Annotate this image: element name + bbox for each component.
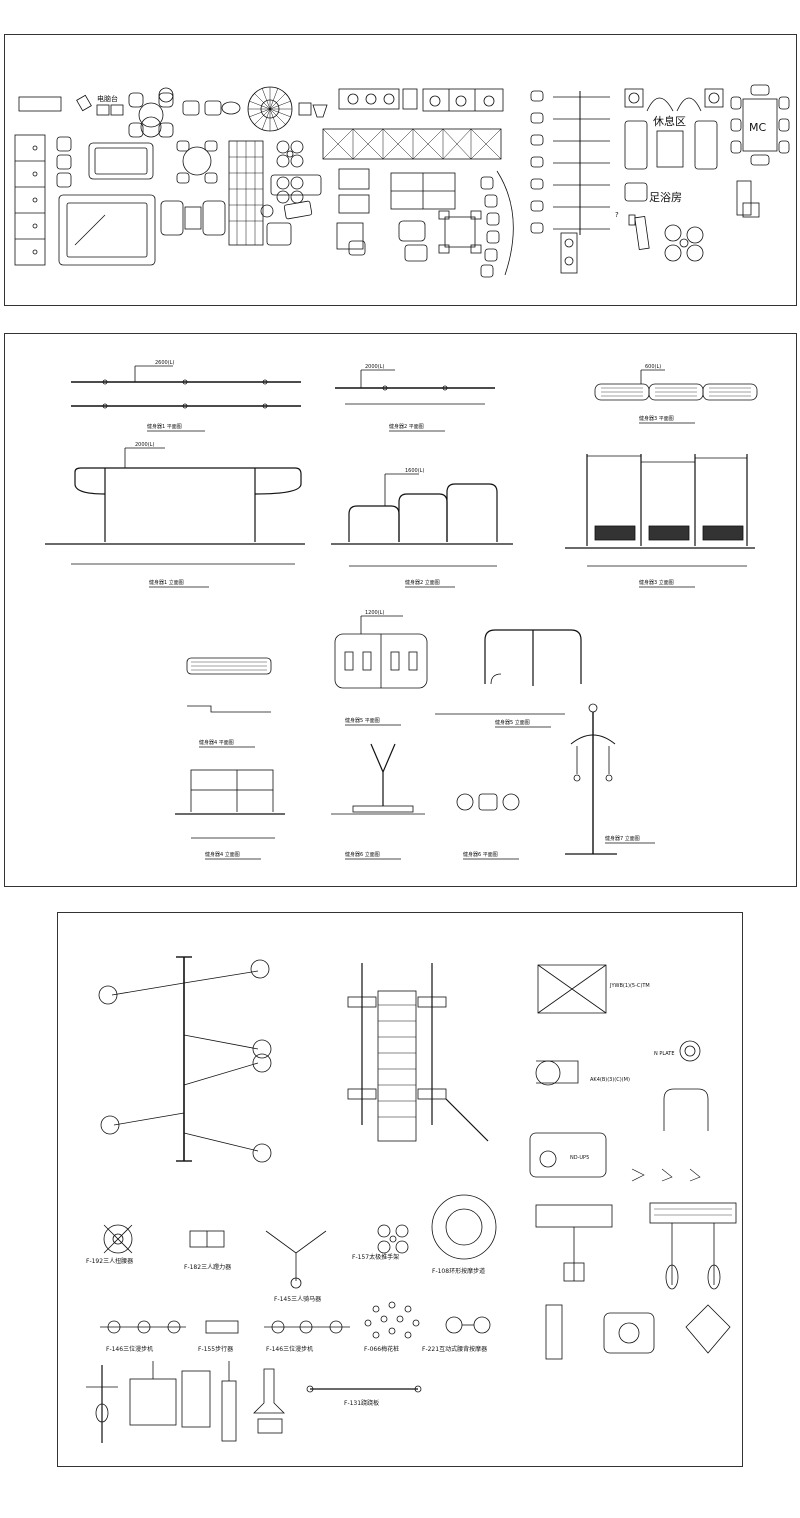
question-mark-label: ? <box>615 211 619 219</box>
f108-caption: F-108环形按摩步道 <box>432 1267 485 1275</box>
f221-caption: F-221互动式腰背按摩器 <box>422 1345 487 1353</box>
billiard-table <box>88 142 154 180</box>
sofa <box>624 120 648 170</box>
equipment-label: ND-UP5 <box>570 1155 589 1161</box>
plan1-title: 健身器1 平面图 <box>147 423 182 430</box>
f182-caption: F-182三人蹬力器 <box>184 1263 231 1271</box>
dim-label: 1600(L) <box>405 468 424 474</box>
plan4-title: 健身器4 平面图 <box>199 739 234 746</box>
elev2-title: 健身器2 立面图 <box>405 579 440 586</box>
dim-label: 2600(L) <box>155 360 174 366</box>
chair <box>128 122 144 138</box>
long-table <box>553 96 610 230</box>
chair <box>128 92 144 108</box>
elev5-title: 健身器5 立面图 <box>495 719 530 726</box>
coffee-table <box>656 130 684 168</box>
chair <box>158 122 174 138</box>
elev7-title: 健身器7 立面图 <box>605 835 640 842</box>
side-table <box>298 102 312 116</box>
f146a-caption: F-146三位漫步机 <box>106 1345 153 1353</box>
mc-label: MC <box>749 121 766 134</box>
lounge-area-label: 休息区 <box>653 114 686 128</box>
furniture-plan-panel: 电脑台 休息区 足浴房 MC ? <box>4 34 797 306</box>
counter-end <box>402 88 418 110</box>
foot-bath-room-label: 足浴房 <box>649 191 682 204</box>
storage-band <box>322 128 502 160</box>
seat-figures <box>98 959 272 1163</box>
plan5-title: 健身器5 平面图 <box>345 717 380 724</box>
fitness-equipment-drawing: 2600(L) 健身器1 平面图 2000(L) 健身器2 平面图 600(L)… <box>45 360 758 860</box>
armchair <box>204 100 222 116</box>
elev6-title: 健身器6 立面图 <box>345 851 380 858</box>
computer-desk-symbol <box>96 104 110 116</box>
plum-pile-dots <box>364 1301 420 1339</box>
locker-column <box>14 134 46 266</box>
outdoor-equipment-panel: JYWB(1)(5-C)TM AK4(B)(3)(C)(M) N PLATE N… <box>57 912 743 1467</box>
computer-desk-label: 电脑台 <box>97 94 118 103</box>
planter <box>560 232 578 274</box>
booth-row <box>422 88 504 112</box>
computer-desk-symbol <box>110 104 124 116</box>
chair <box>158 92 174 108</box>
ladder-frame <box>377 990 417 1142</box>
f146b-caption: F-146三位漫步机 <box>266 1345 313 1353</box>
curved-seats <box>480 176 500 278</box>
f155-caption: F-155步行器 <box>198 1345 233 1353</box>
plan6-title: 健身器6 平面图 <box>463 851 498 858</box>
equipment-label: AK4(B)(3)(C)(M) <box>590 1077 630 1083</box>
stool <box>221 101 241 115</box>
plan2-title: 健身器2 平面图 <box>389 423 424 430</box>
mc-table <box>742 98 778 152</box>
f066-caption: F-066梅花桩 <box>364 1345 399 1353</box>
equipment-label: N PLATE <box>654 1051 675 1057</box>
dim-label: 2000(L) <box>135 442 154 448</box>
outdoor-equipment-drawing: JYWB(1)(5-C)TM AK4(B)(3)(C)(M) N PLATE N… <box>86 956 737 1443</box>
dim-label: 2000(L) <box>365 364 384 370</box>
billiard-table-large <box>58 194 156 266</box>
lamp-symbol <box>312 104 328 118</box>
curved-counter <box>496 170 514 276</box>
desk-rect <box>18 96 62 112</box>
elev1-title: 健身器1 立面图 <box>149 579 184 586</box>
dim-label: 600(L) <box>645 364 661 370</box>
four-seat-table <box>444 216 476 248</box>
meeting-chairs <box>530 90 544 234</box>
dim-label: 1200(L) <box>365 610 384 616</box>
furniture-plan-drawing: 电脑台 休息区 足浴房 MC ? <box>14 84 790 278</box>
chair-small <box>76 94 92 112</box>
storage-x <box>322 128 502 160</box>
round-table <box>140 116 162 138</box>
cafe-table <box>182 146 212 176</box>
sofa <box>694 120 718 170</box>
round-table <box>138 102 164 128</box>
armchair <box>182 100 200 116</box>
fitness-equipment-panel: 2600(L) 健身器1 平面图 2000(L) 健身器2 平面图 600(L)… <box>4 333 797 887</box>
elev4-title: 健身器4 立面图 <box>205 851 240 858</box>
chair-round <box>158 87 174 103</box>
plan3-title: 健身器3 平面图 <box>639 415 674 422</box>
f131-caption: F-131跷跷板 <box>344 1399 379 1407</box>
f145-caption: F-145三人骑马器 <box>274 1295 321 1303</box>
elev3-title: 健身器3 立面图 <box>639 579 674 586</box>
equipment-label: JYWB(1)(5-C)TM <box>609 983 650 989</box>
counter <box>338 88 400 110</box>
f157-caption: F-157太极推手架 <box>352 1253 399 1261</box>
sunburst-rays <box>248 87 292 131</box>
f192-caption: F-192三人扭腰器 <box>86 1257 133 1265</box>
